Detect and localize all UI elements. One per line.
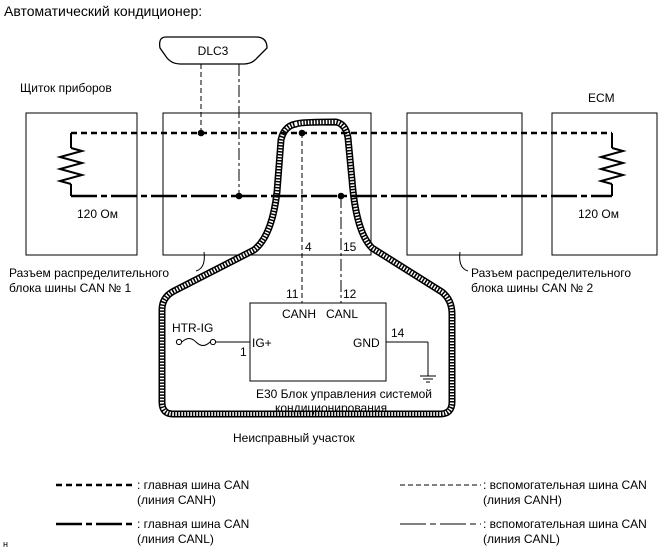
resistor-left — [56, 147, 86, 185]
resistor-right-label: 120 Ом — [578, 207, 619, 221]
junction-1-label-line2: блока шины CAN № 1 — [9, 281, 131, 295]
junction-connector-2-box — [406, 112, 523, 256]
corner-mark: н — [3, 539, 8, 549]
ecu-canh-junction-dot — [298, 129, 306, 137]
dlc3-connector — [158, 36, 268, 65]
htr-ig-label: HTR-IG — [172, 321, 213, 335]
ecu-name-line2: кондиционирования — [275, 401, 387, 415]
resistor-left-label: 120 Ом — [77, 207, 118, 221]
junction-2-label-line1: Разъем распределительного — [471, 266, 631, 280]
pin-canh-junction: 4 — [305, 240, 312, 254]
ecu-canh-label: CANH — [282, 307, 316, 321]
junction-2-leader — [459, 251, 469, 272]
pin-canh-ecu: 11 — [286, 287, 299, 301]
ecu-canl-junction-dot — [337, 192, 345, 200]
junction-connector-1-box — [162, 112, 372, 256]
ecm-box — [551, 112, 658, 256]
instrument-panel-label: Щиток приборов — [20, 81, 112, 95]
resistor-right — [597, 147, 627, 185]
pin-gnd: 14 — [391, 326, 405, 340]
legend-sub-canl-line1: : вспомогательная шина CAN — [483, 517, 647, 531]
instrument-panel-box — [25, 112, 138, 256]
pin-ig: 1 — [240, 345, 247, 359]
ecu-canl-label: CANL — [326, 307, 358, 321]
junction-2-label-line2: блока шины CAN № 2 — [471, 281, 593, 295]
pin-canl-ecu: 12 — [343, 287, 357, 301]
pin-canl-junction: 15 — [343, 240, 357, 254]
legend-sub-canl-line2: (линия CANL) — [483, 532, 560, 546]
htr-ig-fuse-icon — [181, 338, 211, 346]
legend-sub-canh-line2: (линия CANH) — [483, 493, 562, 507]
htr-ig-terminal-left — [175, 338, 183, 346]
ecu-name-line1: E30 Блок управления системой — [256, 387, 432, 401]
legend-main-canh-line1: : главная шина CAN — [137, 478, 249, 492]
dlc3-label: DLC3 — [198, 44, 229, 58]
dlc3-canl-junction-dot — [235, 192, 243, 200]
ecm-label: ECM — [588, 91, 615, 105]
htr-ig-terminal-right — [209, 338, 217, 346]
legend-main-canh-line2: (линия CANH) — [137, 493, 216, 507]
legend-main-canl-line1: : главная шина CAN — [137, 517, 249, 531]
junction-1-label-line1: Разъем распределительного — [9, 266, 169, 280]
diagram-title: Автоматический кондиционер: — [4, 3, 202, 19]
ecu-igp-label: IG+ — [252, 336, 272, 350]
faulty-area-label: Неисправный участок — [233, 431, 356, 445]
faulty-area-hatch — [160, 119, 454, 416]
ecu-gnd-label: GND — [353, 336, 380, 350]
legend-sub-canh-line1: : вспомогательная шина CAN — [483, 478, 647, 492]
junction-1-leader — [195, 251, 205, 272]
legend-main-canl-line2: (линия CANL) — [137, 532, 214, 546]
dlc3-canh-junction-dot — [197, 129, 205, 137]
